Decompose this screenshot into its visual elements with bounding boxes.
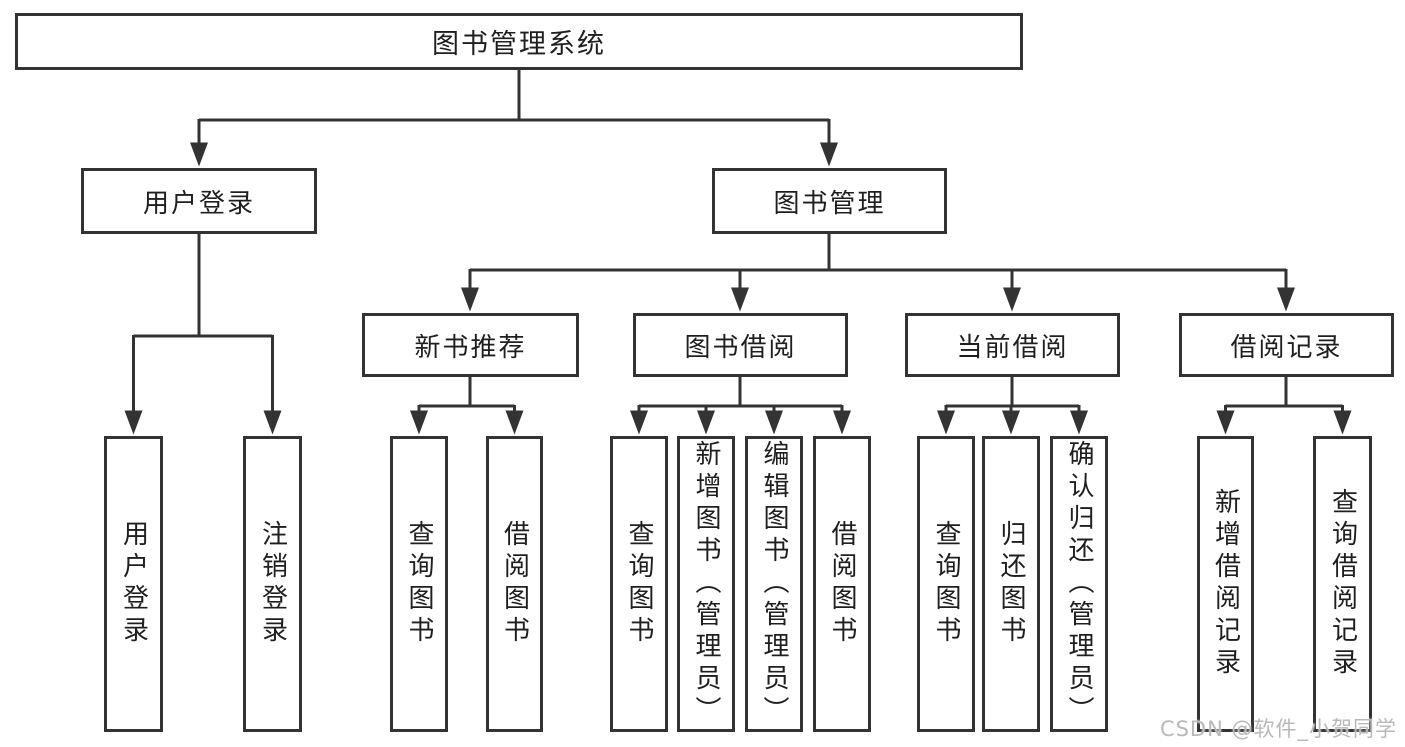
node-br-query-record-label: 查询借阅记录 — [1327, 488, 1358, 680]
node-bb-borrow-books: 借阅图书 — [813, 436, 871, 732]
node-br-query-record: 查询借阅记录 — [1313, 436, 1372, 732]
node-bb-borrow-books-label: 借阅图书 — [827, 520, 857, 648]
node-logout-label: 注销登录 — [257, 520, 288, 648]
node-library-management-system: 图书管理系统 — [15, 13, 1023, 70]
node-cb-confirm-return-admin-label: 确认归还（管理员） — [1064, 440, 1094, 728]
node-book-management-branch: 图书管理 — [712, 168, 947, 234]
node-nb-query-books-label: 查询图书 — [404, 520, 434, 648]
node-cb-confirm-return-admin: 确认归还（管理员） — [1050, 436, 1108, 732]
node-bb-query-books: 查询图书 — [610, 436, 668, 732]
node-cb-query-books: 查询图书 — [917, 436, 975, 732]
node-nb-borrow-books: 借阅图书 — [486, 436, 543, 732]
node-cb-return-books: 归还图书 — [982, 436, 1040, 732]
node-br-add-record-label: 新增借阅记录 — [1210, 488, 1241, 680]
node-bb-add-books-admin-label: 新增图书（管理员） — [691, 440, 721, 728]
node-cb-query-books-label: 查询图书 — [931, 520, 961, 648]
node-borrowing-records: 借阅记录 — [1179, 313, 1394, 377]
node-current-borrowing: 当前借阅 — [905, 313, 1120, 377]
node-book-borrowing: 图书借阅 — [633, 313, 848, 377]
node-bb-edit-books-admin-label: 编辑图书（管理员） — [759, 440, 789, 728]
node-bb-edit-books-admin: 编辑图书（管理员） — [745, 436, 803, 732]
node-bb-add-books-admin: 新增图书（管理员） — [677, 436, 735, 732]
node-user-login-label: 用户登录 — [118, 520, 149, 648]
node-user-login: 用户登录 — [104, 436, 163, 732]
node-nb-query-books: 查询图书 — [390, 436, 448, 732]
node-logout: 注销登录 — [243, 436, 302, 732]
node-bb-query-books-label: 查询图书 — [624, 520, 654, 648]
csdn-watermark: CSDN @软件_小贺同学 — [1159, 717, 1397, 741]
node-cb-return-books-label: 归还图书 — [996, 520, 1026, 648]
node-nb-borrow-books-label: 借阅图书 — [499, 520, 530, 648]
node-new-book-recommendation: 新书推荐 — [362, 313, 579, 377]
node-br-add-record: 新增借阅记录 — [1197, 436, 1254, 732]
node-user-login-branch: 用户登录 — [81, 168, 317, 234]
